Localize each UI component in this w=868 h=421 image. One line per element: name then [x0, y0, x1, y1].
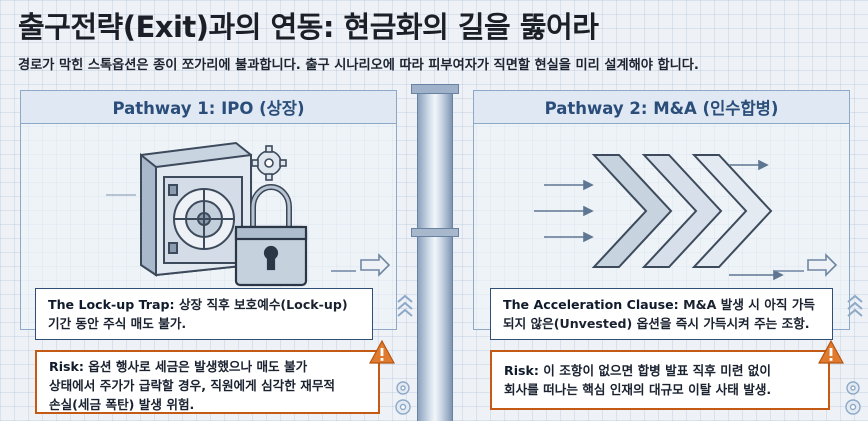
- ma-acceleration-info-box: The Acceleration Clause: M&A 발생 시 아직 가득 …: [490, 288, 833, 340]
- chevron-up-icon: [397, 294, 413, 317]
- gear-icon: [251, 145, 287, 181]
- ipo-info-lead: The Lock-up Trap:: [48, 297, 175, 312]
- pillar-cap-top: [411, 84, 459, 94]
- ipo-info-line2: 기간 동안 주식 매도 불가.: [48, 316, 187, 331]
- ipo-lockup-info-box: The Lock-up Trap: 상장 직후 보호예수(Lock-up) 기간…: [35, 288, 373, 340]
- chevron-right-icon: [591, 154, 773, 268]
- ma-risk-lead: Risk:: [504, 363, 539, 378]
- warning-icon: [369, 340, 395, 364]
- pathway-ipo-title: Pathway 1: IPO (상장): [21, 91, 396, 124]
- ipo-risk-box: Risk: 옵션 행사로 세금은 발생했으나 매도 불가 상태에서 주가가 급락…: [35, 350, 380, 414]
- gear-icon: [845, 381, 861, 415]
- ma-info-line2: 되지 않은(Unvested) 옵션을 즉시 가득시켜 주는 조항.: [503, 316, 810, 331]
- gear-icon: [395, 381, 411, 415]
- acceleration-illustration: [534, 154, 838, 298]
- ipo-risk-lead: Risk:: [49, 359, 84, 374]
- vault-icon: [140, 141, 252, 277]
- warning-icon: [818, 340, 844, 364]
- ipo-risk-line2: 상태에서 주가가 급락할 경우, 직원에게 심각한 재무적: [49, 378, 335, 393]
- vault-padlock-illustration: [106, 141, 391, 302]
- pillar-cap-middle: [411, 228, 459, 237]
- padlock-icon: [234, 184, 308, 287]
- arrow-right-icon: [774, 253, 838, 277]
- ipo-risk-line1: 옵션 행사로 세금은 발생했으나 매도 불가: [83, 359, 308, 374]
- ma-info-line1: M&A 발생 시 아직 가득: [678, 297, 816, 312]
- ma-info-lead: The Acceleration Clause:: [503, 297, 679, 312]
- pathway-ma-title: Pathway 2: M&A (인수합병): [474, 91, 849, 124]
- ma-risk-box: Risk: 이 조항이 없으면 합병 발표 직후 미련 없이 회사를 떠나는 핵…: [490, 350, 830, 410]
- ma-risk-line2: 회사를 떠나는 핵심 인재의 대규모 이탈 사태 발생.: [504, 382, 772, 397]
- arrow-right-icon: [331, 253, 391, 277]
- chevron-up-icon: [847, 294, 863, 317]
- ipo-info-line1: 상장 직후 보호예수(Lock-up): [174, 297, 348, 312]
- ipo-risk-line3: 손실(세금 폭탄) 발생 위험.: [49, 397, 195, 412]
- page-title: 출구전략(Exit)과의 연동: 현금화의 길을 뚫어라: [18, 10, 599, 44]
- page-subtitle: 경로가 막힌 스톡옵션은 종이 쪼가리에 불과합니다. 출구 시나리오에 따라 …: [18, 58, 699, 73]
- ma-risk-line1: 이 조항이 없으면 합병 발표 직후 미련 없이: [538, 363, 771, 378]
- center-pillar: [417, 86, 453, 421]
